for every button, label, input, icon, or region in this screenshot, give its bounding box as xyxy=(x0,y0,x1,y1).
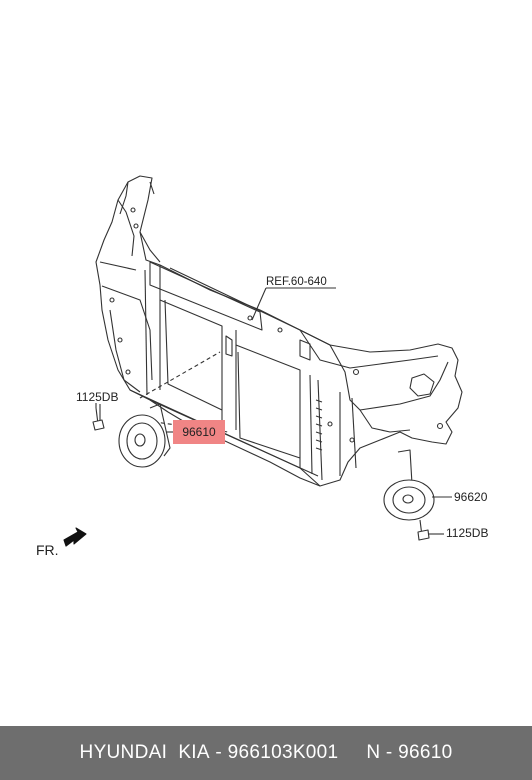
bolt-left-callout: 1125DB xyxy=(76,390,119,404)
footer-ref-number: N - 96610 xyxy=(366,742,453,763)
parts-diagram xyxy=(63,175,463,547)
front-arrow-icon xyxy=(63,527,87,547)
ref-callout: REF.60-640 xyxy=(266,276,327,288)
left-bolt xyxy=(92,404,105,431)
left-horn xyxy=(118,403,171,468)
right-bolt xyxy=(417,519,444,541)
ref-leader-line xyxy=(251,287,336,321)
footer-part-number: - 966103K001 xyxy=(209,742,367,763)
footer-bar: HYUNDAI KIA - 966103K001 N - 96610 xyxy=(0,726,532,780)
right-horn xyxy=(383,449,452,521)
carrier-assembly xyxy=(95,175,463,487)
footer-brand: HYUNDAI KIA xyxy=(79,742,210,763)
horn-right-callout: 96620 xyxy=(454,490,488,504)
horn-left-callout: 96610 xyxy=(173,420,225,444)
front-direction-label: FR. xyxy=(36,542,59,558)
bolt-right-callout: 1125DB xyxy=(446,526,489,540)
